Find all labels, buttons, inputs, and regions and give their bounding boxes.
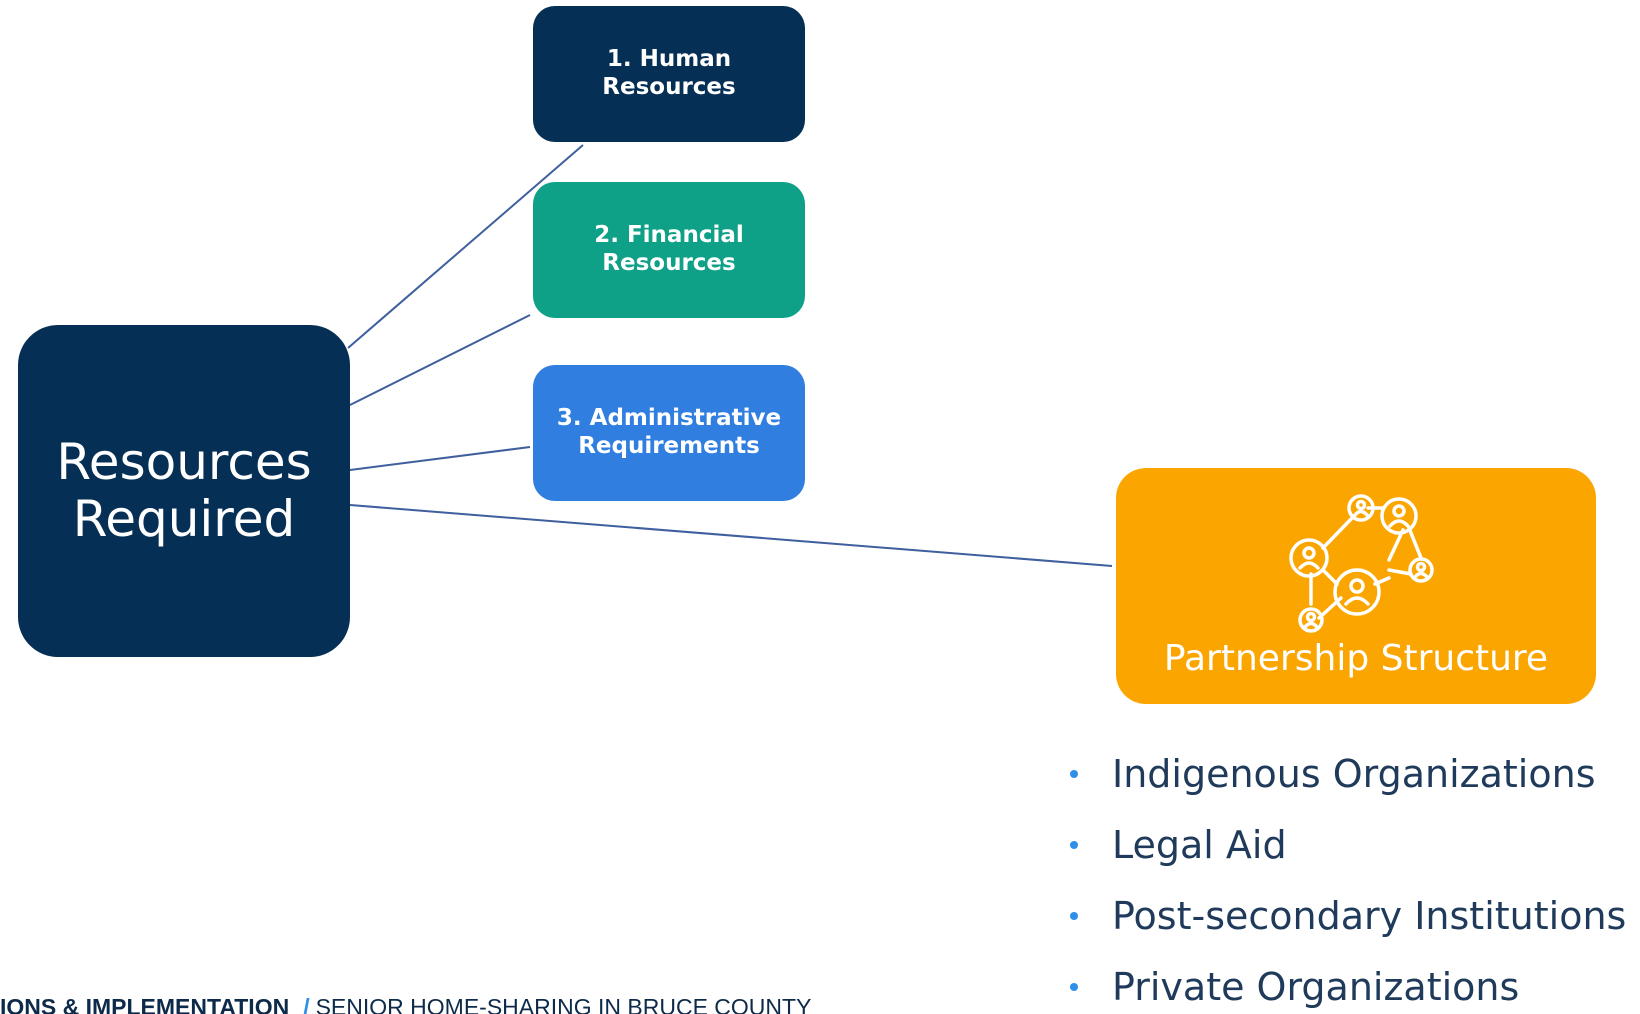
financial-resources-node: 2. Financial Resources bbox=[533, 182, 805, 318]
footer-section: IONS & IMPLEMENTATION bbox=[0, 994, 290, 1014]
people-network-icon bbox=[1289, 494, 1434, 633]
administrative-requirements-line1: 3. Administrative bbox=[556, 405, 782, 432]
resources-required-node: Resources Required bbox=[18, 325, 350, 657]
footer-title: SENIOR HOME-SHARING IN BRUCE COUNTY bbox=[315, 994, 812, 1014]
human-resources-node: 1. Human Resources bbox=[533, 6, 805, 142]
partner-label: Indigenous Organizations bbox=[1112, 752, 1596, 796]
human-resources-line2: Resources bbox=[602, 74, 736, 100]
list-item: Post-secondary Institutions bbox=[1060, 894, 1626, 965]
central-line1: Resources bbox=[56, 432, 312, 491]
page-footer: IONS & IMPLEMENTATION /SENIOR HOME-SHARIN… bbox=[0, 994, 811, 1014]
partner-label: Private Organizations bbox=[1112, 965, 1520, 1009]
partner-label: Legal Aid bbox=[1112, 823, 1287, 867]
list-item: Indigenous Organizations bbox=[1060, 752, 1626, 823]
financial-resources-line1: 2. Financial bbox=[594, 222, 744, 249]
bullet-icon bbox=[1070, 770, 1078, 778]
connector-partnership bbox=[349, 504, 1113, 567]
footer-separator: / bbox=[303, 994, 310, 1014]
bullet-icon bbox=[1070, 841, 1078, 849]
partner-label: Post-secondary Institutions bbox=[1112, 894, 1627, 938]
list-item: Legal Aid bbox=[1060, 823, 1626, 894]
administrative-requirements-node: 3. Administrative Requirements bbox=[533, 365, 805, 501]
financial-resources-line2: Resources bbox=[602, 250, 736, 276]
human-resources-line1: 1. Human bbox=[606, 46, 732, 73]
bullet-icon bbox=[1070, 912, 1078, 920]
partnership-structure-node: Partnership Structure bbox=[1116, 468, 1596, 704]
central-line2: Required bbox=[72, 490, 296, 548]
bullet-icon bbox=[1070, 983, 1078, 991]
list-item: Private Organizations bbox=[1060, 965, 1626, 1014]
connector-human bbox=[347, 144, 584, 349]
administrative-requirements-line2: Requirements bbox=[578, 433, 760, 459]
connector-financial bbox=[349, 314, 531, 406]
partnership-structure-title: Partnership Structure bbox=[1163, 638, 1549, 679]
connector-administrative bbox=[349, 446, 531, 471]
partners-list: Indigenous Organizations Legal Aid Post-… bbox=[1060, 752, 1626, 1014]
